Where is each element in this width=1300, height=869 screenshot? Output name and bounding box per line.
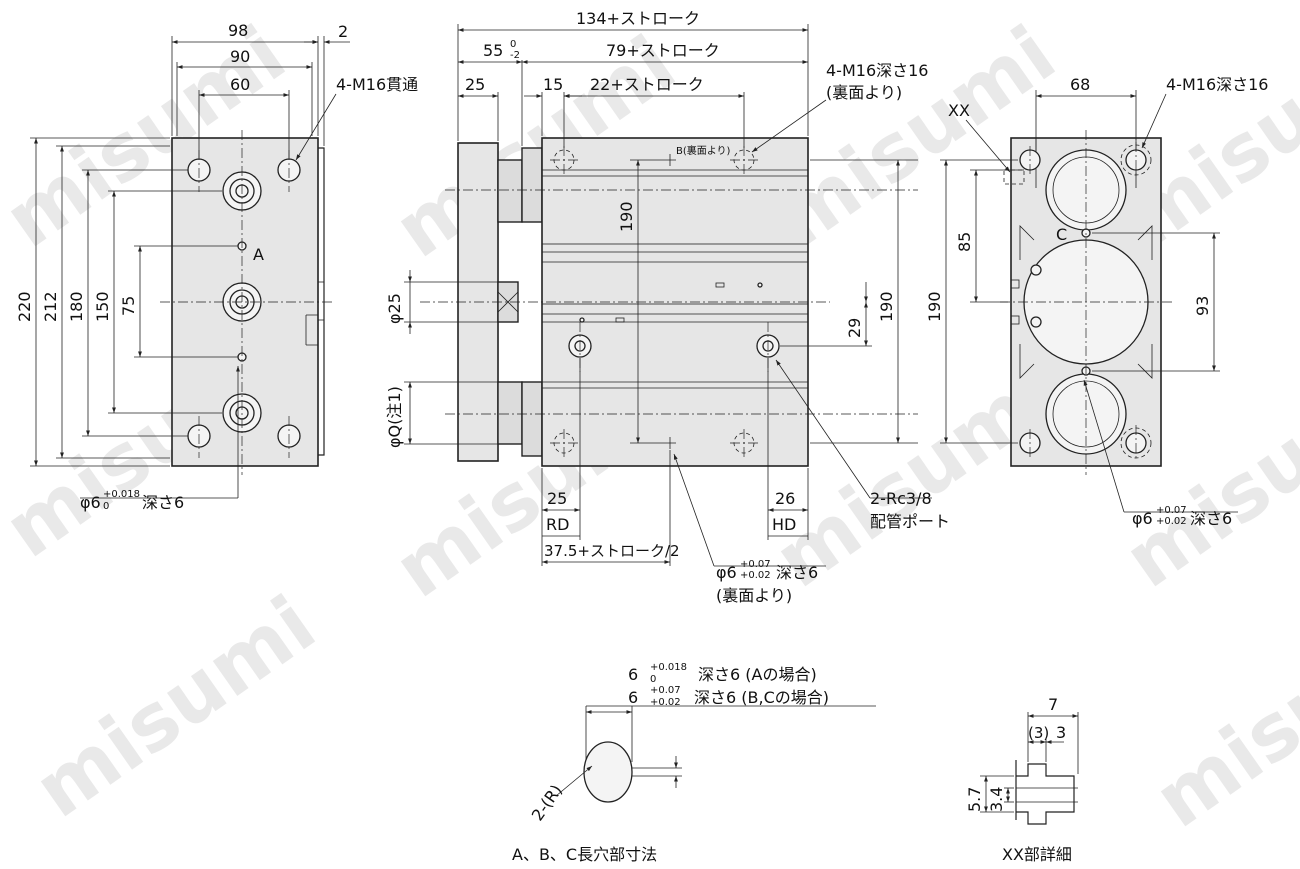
right-view: 68 85 190 93 XX 4-M16深さ16 C φ6 +0.07 +0.… <box>925 75 1268 528</box>
guide-boss <box>521 147 543 223</box>
dim-75: 75 <box>119 296 138 316</box>
slot-line1-val: 6 <box>628 665 638 684</box>
dim-hd-26: 26 <box>775 489 795 508</box>
slot-r-label: 2-(R) <box>528 781 566 824</box>
label-xx: XX <box>948 101 970 120</box>
left-view: 98 90 60 2 220 212 180 150 75 4-M16貫通 A … <box>15 21 418 512</box>
dim-60: 60 <box>230 75 250 94</box>
dim-rd-25: 25 <box>547 489 567 508</box>
phi6-c-tol-lower: +0.02 <box>1156 516 1187 527</box>
dim-98: 98 <box>228 21 248 40</box>
label-m16-right: 4-M16深さ16 <box>1166 75 1268 94</box>
dim-29: 29 <box>845 318 864 338</box>
dim-55: 55 <box>483 41 503 60</box>
dim-134-stroke: 134+ストローク <box>576 9 700 28</box>
dim-phi25: φ25 <box>385 293 404 324</box>
phi6-b-tol-lower: +0.02 <box>740 570 771 581</box>
dim-25: 25 <box>465 75 485 94</box>
phi6-a-depth: 深さ6 <box>142 493 184 512</box>
xx-profile <box>1015 760 1075 825</box>
phi6-a-symbol: φ6 <box>80 493 101 512</box>
dim-93: 93 <box>1193 296 1212 316</box>
dim-220: 220 <box>15 291 34 322</box>
phi6-a-tol-lower: 0 <box>103 501 109 512</box>
dim-55-tol-lower: -2 <box>510 50 520 61</box>
label-port-sub: 配管ポート <box>870 512 950 531</box>
dim-37-5-stroke: 37.5+ストローク/2 <box>544 542 680 560</box>
label-c: C <box>1056 225 1067 244</box>
guide-boss <box>497 381 523 445</box>
dim-rd: RD <box>546 515 569 534</box>
slot-line1-tol-lower: 0 <box>650 674 656 685</box>
dim-55-tol-upper: 0 <box>510 39 516 50</box>
phi6-c-symbol: φ6 <box>1132 509 1153 528</box>
dim-15: 15 <box>543 75 563 94</box>
dim-79-stroke: 79+ストローク <box>606 41 720 60</box>
slot-line2-tol-upper: +0.07 <box>650 685 681 696</box>
dim-90: 90 <box>230 47 250 66</box>
xx-dim-3: 3 <box>1056 723 1066 742</box>
xx-detail: 7 (3) 3 5.7 3.4 XX部詳細 <box>965 695 1079 864</box>
left-plate-side <box>318 147 325 456</box>
svg-text:misumi: misumi <box>19 579 331 835</box>
slot-line2-text: 深さ6 (B,Cの場合) <box>694 688 829 707</box>
label-4-m16-thru: 4-M16貫通 <box>336 75 418 94</box>
dim-190-outer: 190 <box>877 291 896 322</box>
xx-caption: XX部詳細 <box>1002 845 1072 864</box>
label-m16-back: (裏面より) <box>826 83 902 102</box>
phi6-c-depth: 深さ6 <box>1190 509 1232 528</box>
dim-190-right: 190 <box>925 291 944 322</box>
slot-caption: A、B、C長穴部寸法 <box>512 845 657 864</box>
dim-hd: HD <box>772 515 796 534</box>
xx-dim-3p: (3) <box>1028 724 1049 742</box>
xx-dim-7: 7 <box>1048 695 1058 714</box>
dim-190-inner: 190 <box>617 201 636 232</box>
slot-line2-tol-lower: +0.02 <box>650 697 681 708</box>
phi6-b-back: (裏面より) <box>716 586 792 605</box>
dim-85: 85 <box>955 232 974 252</box>
guide-boss <box>521 381 543 457</box>
slot-outline <box>583 741 633 803</box>
slot-line1-text: 深さ6 (Aの場合) <box>698 665 817 684</box>
dim-22-stroke: 22+ストローク <box>590 75 704 94</box>
label-port: 2-Rc3/8 <box>870 489 932 508</box>
phi6-b-tol-upper: +0.07 <box>740 559 771 570</box>
slot-line2-val: 6 <box>628 688 638 707</box>
phi6-b-depth: 深さ6 <box>776 563 818 582</box>
dim-phiq: φQ(注1) <box>385 386 404 448</box>
phi6-b-symbol: φ6 <box>716 563 737 582</box>
slot-detail: 6 +0.018 0 深さ6 (Aの場合) 6 +0.07 +0.02 深さ6 … <box>512 662 876 864</box>
dim-150: 150 <box>93 291 112 322</box>
dim-68: 68 <box>1070 75 1090 94</box>
slot-line1-tol-upper: +0.018 <box>650 662 687 673</box>
phi6-a-tol-upper: +0.018 <box>103 489 140 500</box>
guide-boss <box>497 159 523 223</box>
xx-dim-5-7: 5.7 <box>965 787 984 812</box>
dim-180: 180 <box>67 291 86 322</box>
phi6-c-tol-upper: +0.07 <box>1156 505 1187 516</box>
dim-2: 2 <box>338 22 348 41</box>
body-groove <box>541 243 809 305</box>
middle-view: 134+ストローク 55 0 -2 79+ストローク 25 15 22+ストロー… <box>385 9 950 605</box>
label-b-back: B(裏面より) <box>676 144 731 157</box>
label-m16-depth: 4-M16深さ16 <box>826 61 928 80</box>
xx-dim-3-4: 3.4 <box>987 787 1006 812</box>
svg-text:misumi: misumi <box>1139 589 1300 845</box>
label-a: A <box>253 245 264 264</box>
dim-212: 212 <box>41 291 60 322</box>
